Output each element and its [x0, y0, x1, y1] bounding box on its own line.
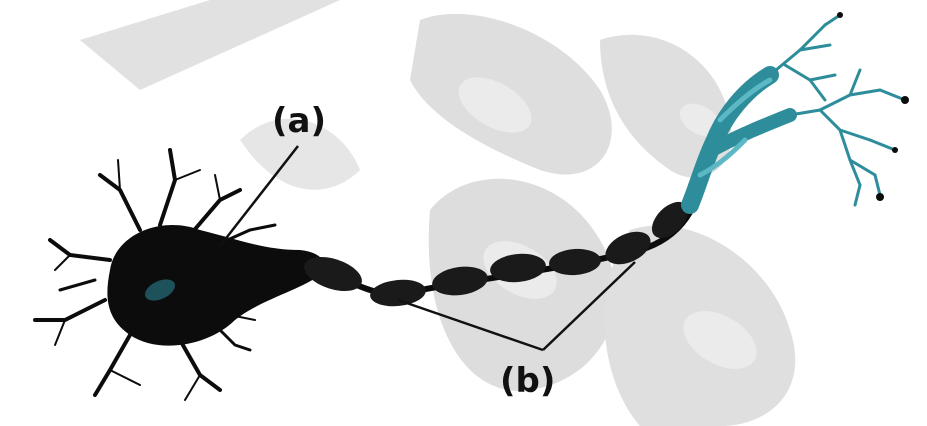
nucleus	[145, 279, 175, 301]
cell-body	[107, 224, 324, 346]
pointer-line-b-right	[542, 261, 636, 351]
pointer-line-a	[219, 145, 299, 247]
pointer-lines	[219, 145, 636, 352]
label-b: (b)	[500, 361, 556, 401]
pointer-line-b-left	[397, 298, 544, 352]
myelin-sheath	[304, 201, 689, 307]
axon-terminal	[681, 12, 909, 214]
label-a: (a)	[272, 101, 327, 141]
